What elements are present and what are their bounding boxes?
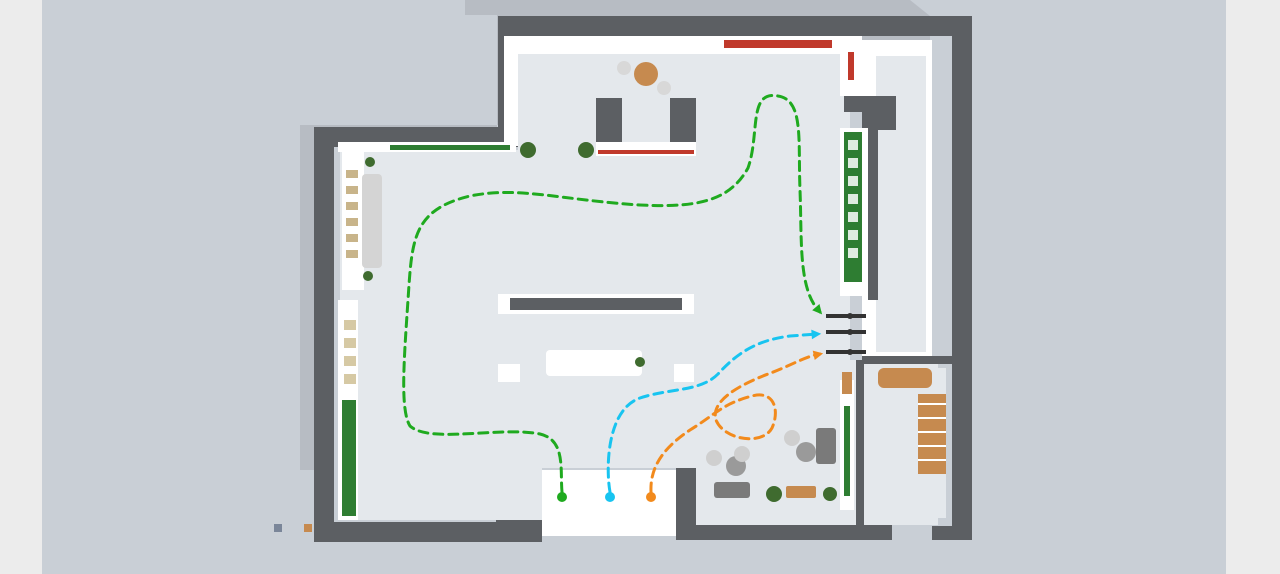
top-room-chair-2 (657, 81, 671, 95)
route-blue (606, 332, 820, 494)
entrance-floor (542, 470, 676, 536)
left-margin (0, 0, 42, 574)
start-dot-green (557, 492, 567, 502)
route-orange (649, 352, 822, 494)
top-room-wall-left (504, 36, 518, 146)
plant-icon (363, 142, 837, 502)
right-display-base (868, 128, 878, 300)
route-orange-arrow-icon (812, 350, 824, 361)
left-upper-green-strip (390, 145, 510, 150)
top-right-red-panel (848, 52, 854, 80)
side-room-counter (878, 368, 932, 388)
start-dot-blue (605, 492, 615, 502)
scale-marker (304, 524, 312, 532)
top-room-chair-1 (617, 61, 631, 75)
start-dot-orange (646, 492, 656, 502)
corridor-divider (862, 356, 952, 364)
central-island-inner (510, 298, 682, 310)
top-room-partition-right (670, 98, 696, 142)
north-marker (274, 524, 282, 532)
bottom-right-green-panel (844, 406, 850, 496)
island-pillar-right (674, 364, 694, 382)
left-bench (362, 174, 382, 268)
bottom-right-wood-panel (842, 372, 852, 394)
route-green-arrow-icon (812, 304, 823, 315)
center-display-table (546, 350, 642, 376)
top-room-table (634, 62, 658, 86)
route-green (402, 94, 822, 494)
left-lower-green-panel (342, 400, 356, 516)
route-blue-arrow-icon (811, 329, 822, 340)
bottom-wall-left (314, 522, 514, 542)
side-room-shelf (918, 394, 946, 474)
right-margin (1226, 0, 1280, 574)
side-room-wall (856, 360, 864, 526)
route-paths (402, 94, 824, 494)
main-floor (340, 40, 938, 525)
exit-gates (826, 313, 866, 355)
entrance-post-right (676, 468, 696, 524)
island-pillar-left (498, 364, 520, 382)
right-display-items (848, 140, 858, 258)
lounge-area (706, 428, 836, 498)
bottom-wall-right (676, 522, 892, 540)
top-room-counter-trim (598, 150, 694, 154)
top-room-partition-left (596, 98, 622, 142)
left-lower-items (344, 320, 356, 384)
top-room-shelf (724, 40, 832, 48)
left-display-items (346, 170, 358, 258)
top-right-corner-wall (844, 96, 896, 130)
right-green-panel (844, 132, 862, 282)
